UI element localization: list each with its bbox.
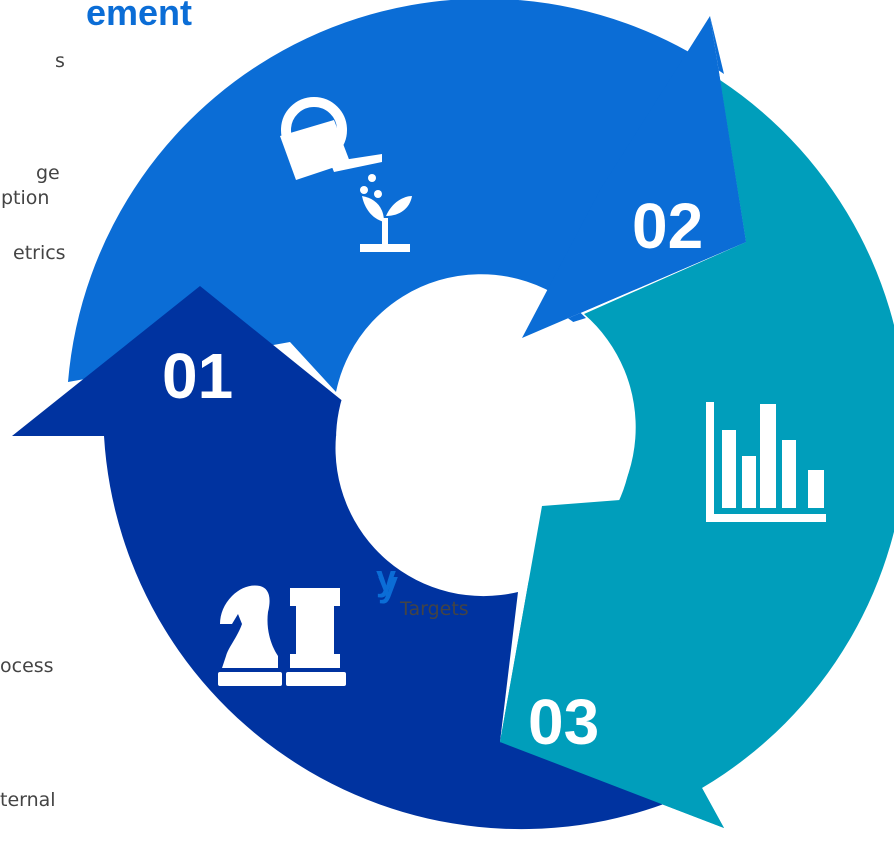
bar-chart-icon: [706, 402, 826, 522]
top-section-heading: ement: [86, 0, 193, 33]
segment-number-03: 03: [528, 686, 599, 758]
segment-number-02: 02: [632, 190, 703, 262]
watering-can-plant-icon: [280, 97, 412, 252]
segment-02-arrow-tip: [522, 16, 746, 338]
top-item-3: ption: [1, 187, 50, 209]
bottom-section-heading-shown: y: [376, 557, 397, 598]
section-2-item-targets: Targets: [400, 598, 469, 620]
section-2-heading-final: y: [378, 563, 399, 604]
top-item-4: etrics: [13, 242, 66, 264]
section-2-item-ocess: ocess: [0, 655, 54, 677]
chess-knight-rook-icon: [218, 585, 346, 686]
section-2-item-ternal: ternal: [0, 789, 56, 811]
segment-number-01: 01: [162, 340, 233, 412]
segment-03-arrow-tip: [500, 500, 724, 828]
top-item-1: s: [55, 50, 65, 72]
segment-01: [12, 286, 702, 830]
top-item-2: ge: [36, 162, 60, 184]
